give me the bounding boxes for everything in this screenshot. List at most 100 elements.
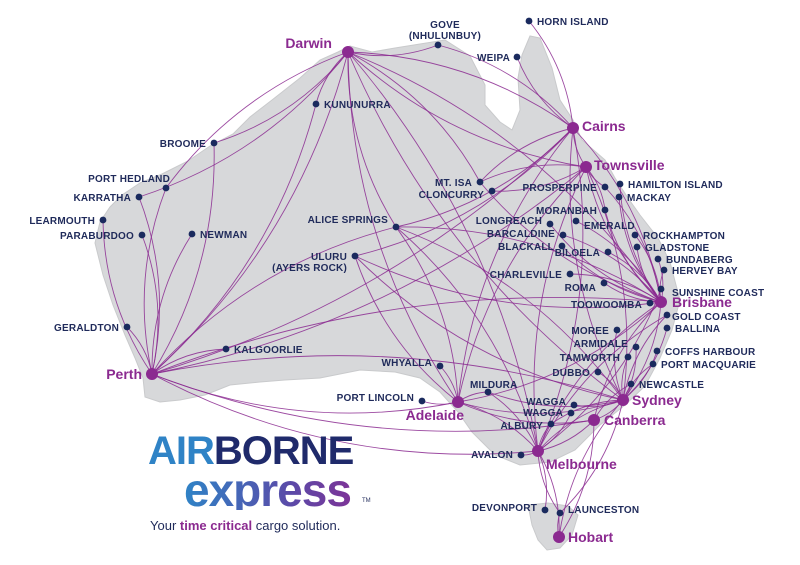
city-marker-wagga2[interactable] [567,409,575,417]
tasmania [527,502,579,551]
city-label-hamilton_island: HAMILTON ISLAND [628,180,723,191]
city-label-charleville: CHARLEVILLE [490,270,562,281]
city-label-gold_coast: GOLD COAST [672,312,741,323]
hub-marker-adelaide[interactable] [452,396,464,408]
route-darwin-melbourne [347,51,539,452]
city-marker-kalgoorlie[interactable] [222,345,230,353]
hub-marker-hobart[interactable] [553,531,565,543]
city-marker-barcaldine[interactable] [559,231,567,239]
logo-borne-text: BORNE [213,429,354,473]
city-marker-charleville[interactable] [566,270,574,278]
route-melbourne-launceston [537,450,561,514]
city-marker-biloela[interactable] [604,248,612,256]
city-marker-whyalla[interactable] [436,362,444,370]
city-marker-toowoomba[interactable] [646,299,654,307]
city-marker-bundaberg[interactable] [654,255,662,263]
city-marker-geraldton[interactable] [123,323,131,331]
route-townsville-cloncurry [491,166,587,192]
route-darwin-karratha [138,51,349,198]
city-marker-learmouth[interactable] [99,216,107,224]
city-marker-rockhampton[interactable] [631,231,639,239]
hub-marker-perth[interactable] [146,368,158,380]
city-marker-tamworth[interactable] [624,353,632,361]
city-marker-mackay[interactable] [615,193,623,201]
city-marker-gove[interactable] [434,41,442,49]
hub-label-canberra: Canberra [604,412,666,428]
city-marker-port_macquarie[interactable] [649,360,657,368]
city-label-mackay: MACKAY [627,193,671,204]
route-adelaide-alice_springs [395,226,459,403]
city-marker-gladstone[interactable] [633,243,641,251]
city-marker-cloncurry[interactable] [488,187,496,195]
city-marker-port_lincoln[interactable] [418,397,426,405]
city-marker-moranbah[interactable] [601,206,609,214]
city-marker-coffs_harbour[interactable] [653,347,661,355]
city-label-broome: BROOME [160,139,206,150]
city-marker-moree[interactable] [613,326,621,334]
city-marker-paraburdoo[interactable] [138,231,146,239]
city-marker-hervey_bay[interactable] [660,266,668,274]
tagline-post: cargo solution. [252,518,341,533]
city-marker-kununurra[interactable] [312,100,320,108]
city-marker-horn_island[interactable] [525,17,533,25]
city-label-whyalla: WHYALLA [382,358,432,369]
hub-marker-canberra[interactable] [588,414,600,426]
logo-air-text: AIR [148,429,215,473]
city-marker-wagga1[interactable] [570,401,578,409]
hub-marker-brisbane[interactable] [655,296,667,308]
city-marker-hamilton_island[interactable] [616,180,624,188]
city-marker-mt_isa[interactable] [476,178,484,186]
city-marker-launceston[interactable] [556,509,564,517]
hub-marker-cairns[interactable] [567,122,579,134]
city-label-gove: GOVE(NHULUNBUY) [409,20,481,42]
hub-label-darwin: Darwin [285,35,332,51]
city-label-wagga2: WAGGA [523,408,563,419]
hub-marker-melbourne[interactable] [532,445,544,457]
city-marker-roma[interactable] [600,279,608,287]
city-label-sunshine_coast: SUNSHINE COAST [672,288,764,299]
hub-marker-darwin[interactable] [342,46,354,58]
city-marker-devonport[interactable] [541,506,549,514]
city-marker-weipa[interactable] [513,53,521,61]
city-marker-blackall[interactable] [558,242,566,250]
city-label-biloela: BILOELA [555,248,600,259]
route-townsville-mt_isa [479,164,587,183]
route-sydney-mildura [487,391,624,407]
city-marker-port_hedland[interactable] [162,184,170,192]
city-marker-longreach[interactable] [546,220,554,228]
route-brisbane-alice_springs [395,226,662,303]
route-melbourne-adelaide [457,401,539,452]
city-label-devonport: DEVONPORT [472,503,537,514]
city-marker-broome[interactable] [210,139,218,147]
city-marker-emerald[interactable] [572,217,580,225]
hub-marker-townsville[interactable] [580,161,592,173]
city-marker-newcastle[interactable] [627,380,635,388]
city-label-port_macquarie: PORT MACQUARIE [661,360,756,371]
city-marker-karratha[interactable] [135,193,143,201]
route-lines [102,20,668,538]
route-melbourne-gold_coast [537,314,668,452]
city-marker-proserpine[interactable] [601,183,609,191]
logo-wordmark-top: AIRBORNE [148,429,378,473]
hub-label-brisbane: Brisbane [672,294,732,310]
city-marker-avalon[interactable] [517,451,525,459]
city-label-weipa: WEIPA [477,53,510,64]
city-marker-sunshine_coast[interactable] [657,285,665,293]
airborne-express-logo: AIRBORNE express TM [148,429,378,513]
route-sydney-moree [613,329,624,401]
hub-marker-sydney[interactable] [617,394,629,406]
city-marker-gold_coast[interactable] [663,311,671,319]
city-marker-uluru[interactable] [351,252,359,260]
city-label-coffs_harbour: COFFS HARBOUR [665,347,756,358]
city-marker-armidale[interactable] [632,343,640,351]
route-darwin-cairns [347,51,574,129]
city-label-horn_island: HORN ISLAND [537,17,609,28]
route-cairns-sydney [569,127,624,401]
city-marker-dubbo[interactable] [594,368,602,376]
city-marker-mildura[interactable] [484,388,492,396]
city-marker-ballina[interactable] [663,324,671,332]
route-sydney-perth [151,355,624,401]
city-marker-albury[interactable] [547,420,555,428]
city-marker-newman[interactable] [188,230,196,238]
city-marker-alice_springs[interactable] [392,223,400,231]
